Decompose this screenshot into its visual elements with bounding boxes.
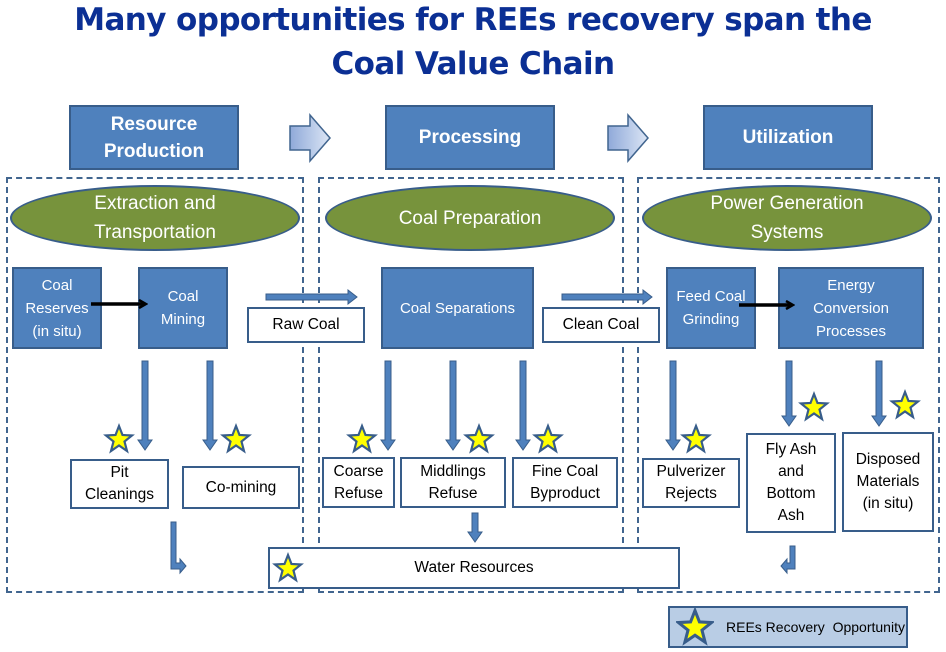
output-label: Pit Cleanings (85, 464, 154, 503)
legend: REEs Recovery Opportunity (668, 606, 908, 648)
output-middlings-refuse: Middlings Refuse (400, 457, 506, 508)
output-fly-ash-bottom-ash: Fly Ash and Bottom Ash (746, 433, 836, 533)
process-energy-conversion: Energy Conversion Processes (778, 267, 924, 349)
ellipse-label: Extraction and Transportation (94, 193, 216, 243)
output-label: Pulverizer Rejects (656, 463, 726, 502)
flow-clean-coal: Clean Coal (542, 307, 660, 343)
output-label: Middlings Refuse (420, 462, 486, 502)
output-pulverizer-rejects: Pulverizer Rejects (642, 458, 740, 508)
output-label: Coarse Refuse (333, 462, 384, 502)
output-label: Fine Coal Byproduct (530, 462, 600, 502)
output-label: Fly Ash and Bottom Ash (765, 441, 817, 524)
output-coarse-refuse: Coarse Refuse (322, 457, 395, 508)
process-label: Feed Coal Grinding (676, 288, 746, 328)
output-co-mining: Co-mining (182, 466, 300, 509)
output-label: Disposed Materials (in situ) (855, 451, 921, 512)
stage-processing: Processing (385, 105, 555, 170)
output-water-resources: Water Resources (268, 547, 680, 589)
region-power-generation (637, 177, 940, 593)
output-pit-cleanings: Pit Cleanings (70, 459, 169, 509)
process-coal-reserves: Coal Reserves (in situ) (12, 267, 102, 349)
ellipse-coal-preparation: Coal Preparation (325, 185, 615, 251)
region-coal-preparation (318, 177, 624, 593)
process-label: Coal Mining (160, 288, 206, 328)
stage-label: Utilization (742, 127, 834, 148)
output-fine-coal-byproduct: Fine Coal Byproduct (512, 457, 618, 508)
region-extraction (6, 177, 304, 593)
page-title-line-1: Many opportunities for REEs recovery spa… (74, 2, 872, 38)
process-feed-coal-grinding: Feed Coal Grinding (666, 267, 756, 349)
ellipse-extraction-and-transportation: Extraction and Transportation (10, 185, 300, 251)
ellipse-power-generation-systems: Power Generation Systems (642, 185, 932, 251)
flow-label: Raw Coal (272, 316, 340, 333)
process-label: Coal Separations (399, 299, 516, 317)
process-coal-mining: Coal Mining (138, 267, 228, 349)
legend-label: REEs Recovery Opportunity (726, 619, 905, 635)
page-title-line-2: Coal Value Chain (331, 46, 616, 82)
flow-raw-coal: Raw Coal (247, 307, 365, 343)
output-label: Water Resources (414, 559, 534, 576)
stage-utilization: Utilization (703, 105, 873, 170)
block-arrow-2 (607, 112, 649, 164)
stage-label: Resource Production (103, 113, 205, 162)
flow-label: Clean Coal (562, 316, 640, 333)
output-label: Co-mining (205, 478, 277, 496)
ellipse-label: Power Generation Systems (710, 193, 864, 243)
star-icon (676, 608, 714, 646)
stage-label: Processing (418, 127, 522, 148)
process-coal-separations: Coal Separations (381, 267, 534, 349)
stage-resource-production: Resource Production (69, 105, 239, 170)
process-label: Coal Reserves (in situ) (25, 276, 89, 340)
ellipse-label: Coal Preparation (398, 207, 542, 229)
process-label: Energy Conversion Processes (813, 276, 889, 340)
output-disposed-materials: Disposed Materials (in situ) (842, 432, 934, 532)
block-arrow-1 (289, 112, 331, 164)
